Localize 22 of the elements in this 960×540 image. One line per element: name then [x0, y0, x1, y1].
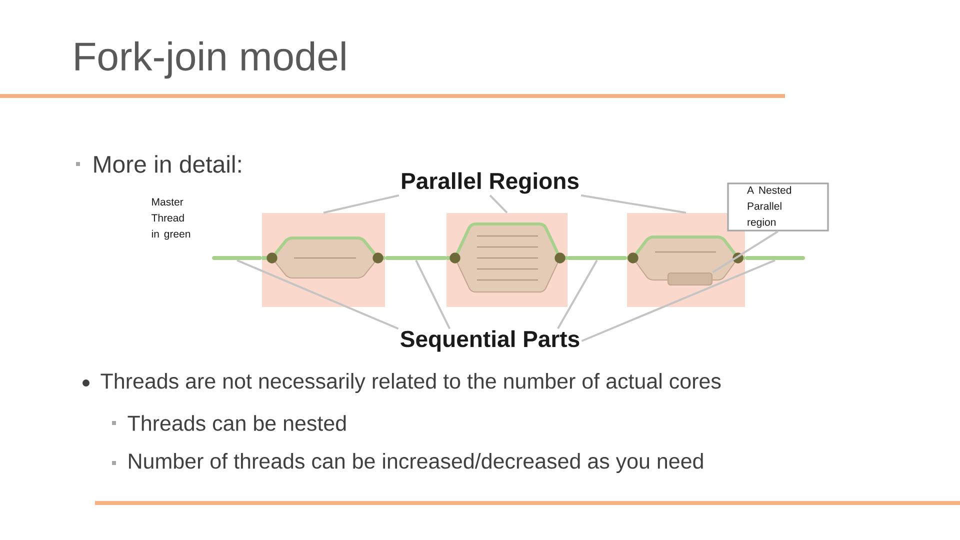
bullet-text: Number of threads can be increased/decreased as you need	[129, 452, 703, 474]
callout-label: Sequential Parts	[400, 330, 580, 352]
leader-line	[415, 260, 451, 330]
caption-text: Master Thread in green	[152, 198, 190, 240]
thread-segment	[212, 256, 262, 260]
nested-region	[668, 272, 712, 286]
bullet-text: More in detail:	[94, 155, 241, 173]
leader-line	[236, 259, 399, 330]
thread-segment	[385, 256, 447, 260]
bullet-text: Threads can be nested	[128, 415, 346, 431]
thread-segment	[745, 256, 805, 260]
thread-segment	[567, 256, 627, 260]
bullet-text: Threads are not necessarily related to the number of actual cores	[100, 372, 721, 394]
leader-line	[323, 194, 400, 214]
leader-line	[580, 194, 686, 214]
leader-line	[489, 194, 508, 214]
callout-box: A Nested Parallel region	[727, 182, 829, 232]
leader-line	[581, 259, 776, 342]
leader-line	[557, 260, 598, 330]
callout-label: Parallel Regions	[402, 172, 579, 194]
slide-title: Fork-join model	[76, 41, 346, 79]
leader-line	[712, 230, 779, 274]
